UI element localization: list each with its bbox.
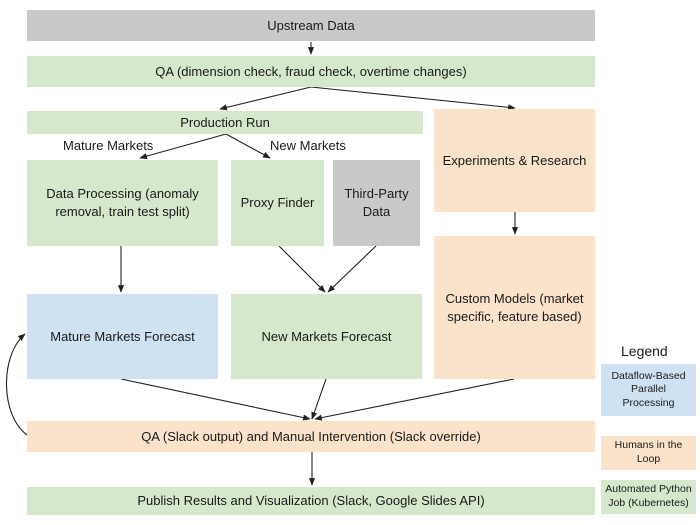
legend-title: Legend [621, 343, 668, 359]
experiments-research-label: Experiments & Research [442, 152, 587, 168]
qa-top-node: QA (dimension check, fraud check, overti… [27, 56, 595, 87]
qa-slack-label: QA (Slack output) and Manual Interventio… [141, 428, 481, 444]
legend-item-dataflow: Dataflow-Based Parallel Processing [601, 364, 696, 416]
publish-results-label: Publish Results and Visualization (Slack… [137, 493, 485, 509]
new-markets-forecast-label: New Markets Forecast [261, 328, 392, 344]
legend-item-dataflow-label: Dataflow-Based Parallel Processing [611, 369, 686, 409]
mature-markets-forecast-node: Mature Markets Forecast [27, 294, 218, 379]
experiments-research-node: Experiments & Research [434, 109, 595, 212]
publish-results-node: Publish Results and Visualization (Slack… [27, 487, 595, 515]
new-markets-forecast-node: New Markets Forecast [231, 294, 422, 379]
mature-markets-forecast-label: Mature Markets Forecast [50, 328, 195, 344]
edge-production-to-proxyfinder [225, 133, 271, 159]
upstream-data-label: Upstream Data [267, 17, 355, 33]
proxy-finder-node: Proxy Finder [231, 160, 324, 246]
edge-custom-to-qaslack [314, 378, 515, 421]
legend-item-automated: Automated Python Job (Kubernetes) [601, 480, 696, 514]
custom-models-node: Custom Models (market specific, feature … [434, 236, 595, 379]
edge-qa-to-experiments [310, 86, 516, 111]
upstream-data-node: Upstream Data [27, 10, 595, 41]
third-party-data-label: Third-Party Data [344, 186, 409, 219]
qa-top-label: QA (dimension check, fraud check, overti… [155, 63, 467, 79]
legend-item-humans-label: Humans in the Loop [614, 439, 683, 465]
edge-newforecast-to-qaslack [311, 378, 327, 420]
proxy-finder-label: Proxy Finder [240, 195, 315, 211]
qa-slack-node: QA (Slack output) and Manual Interventio… [27, 421, 595, 452]
edge-feedback-loop [5, 333, 28, 436]
edge-mature-to-qaslack [120, 378, 311, 421]
edge-label-mature-markets: Mature Markets [63, 138, 154, 153]
legend-item-humans: Humans in the Loop [601, 436, 696, 470]
production-run-label: Production Run [180, 114, 270, 130]
edge-thirdparty-to-newforecast [327, 245, 377, 293]
edge-label-new-markets: New Markets [270, 138, 346, 153]
legend-item-automated-label: Automated Python Job (Kubernetes) [605, 483, 692, 509]
third-party-data-node: Third-Party Data [333, 160, 420, 246]
edge-proxyfinder-to-newforecast [278, 245, 326, 293]
data-processing-label: Data Processing (anomaly removal, train … [46, 186, 199, 219]
custom-models-label: Custom Models (market specific, feature … [445, 290, 584, 324]
production-run-node: Production Run [27, 111, 423, 134]
data-processing-node: Data Processing (anomaly removal, train … [27, 160, 218, 246]
edge-qa-to-production [219, 86, 312, 111]
